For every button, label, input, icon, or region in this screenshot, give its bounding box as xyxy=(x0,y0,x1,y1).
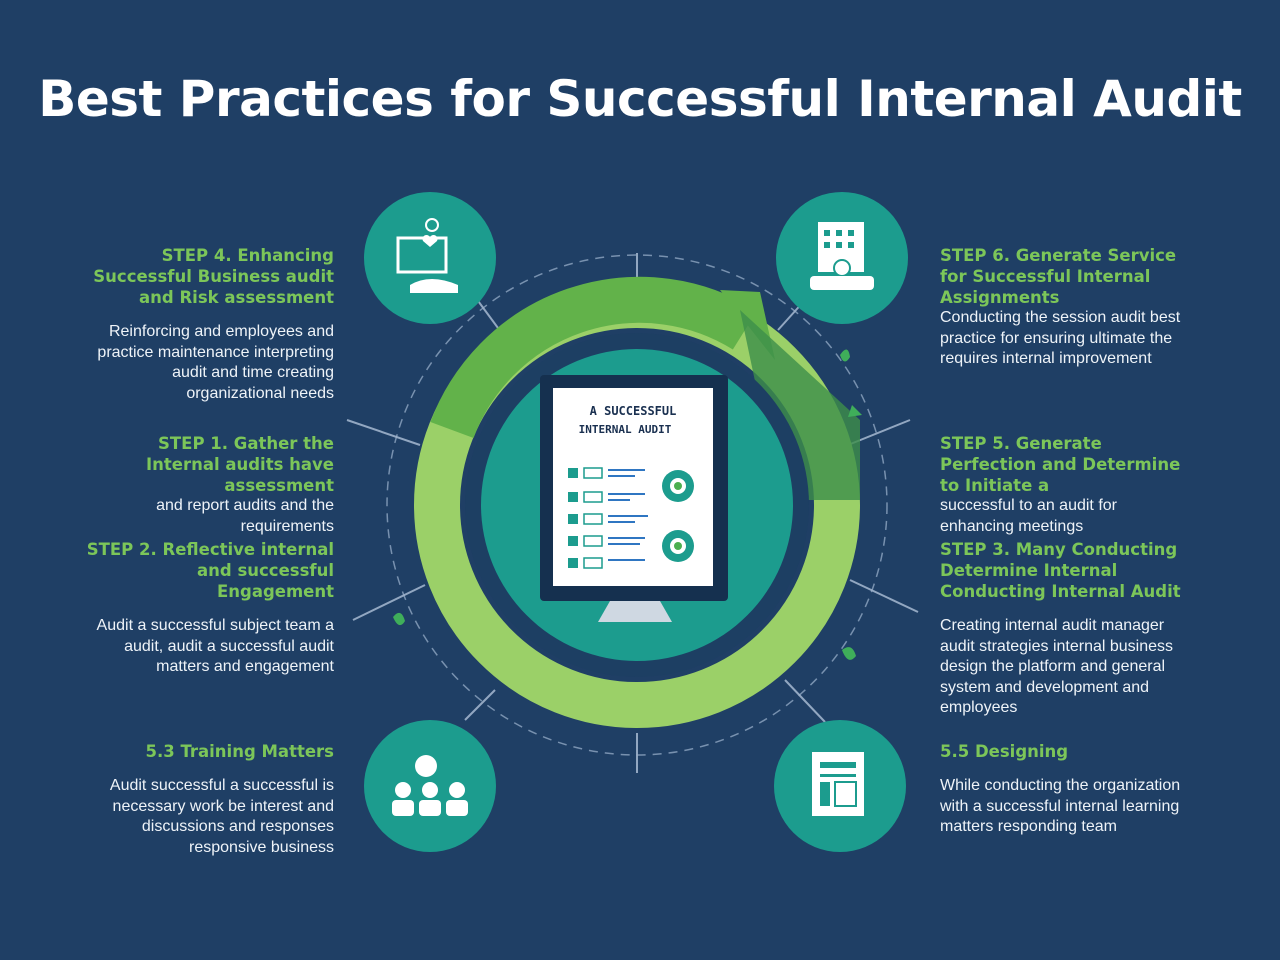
step-description: Reinforcing and employees and practice m… xyxy=(97,323,334,402)
step-title: STEP 6. Generate Service for Successful … xyxy=(940,246,1177,307)
page-title: Best Practices for Successful Internal A… xyxy=(38,70,1242,128)
step-title: STEP 5. Generate Perfection and Determin… xyxy=(940,434,1181,495)
step-block-left-4: 5.3 Training Matters Audit successful a … xyxy=(84,741,334,858)
step-description: Audit successful a successful is necessa… xyxy=(109,777,334,856)
step-block-right-1: STEP 6. Generate Service for Successful … xyxy=(940,245,1190,370)
step-block-right-2: STEP 5. Generate Perfection and Determin… xyxy=(940,433,1190,537)
leaf-icon xyxy=(393,349,862,660)
progress-arc xyxy=(430,276,758,439)
step-description: Audit a successful subject team a audit,… xyxy=(96,617,334,675)
step-description: successful to an audit for enhancing mee… xyxy=(940,497,1117,535)
team-meeting-icon xyxy=(364,720,496,852)
screen-checklist xyxy=(568,467,648,569)
health-care-icon xyxy=(364,192,496,324)
step-description: Conducting the session audit best practi… xyxy=(940,309,1181,367)
step-title: 5.3 Training Matters xyxy=(145,742,334,761)
step-title: STEP 3. Many Conducting Determine Intern… xyxy=(940,540,1181,601)
step-title: STEP 1. Gather the Internal audits have … xyxy=(145,434,334,495)
step-description: Creating internal audit manager audit st… xyxy=(940,617,1174,716)
step-block-right-4: 5.5 Designing While conducting the organ… xyxy=(940,741,1190,838)
step-block-left-3: STEP 2. Reflective internal and successf… xyxy=(84,539,334,678)
step-title: 5.5 Designing xyxy=(940,742,1069,761)
step-title: STEP 4. Enhancing Successful Business au… xyxy=(93,246,334,307)
screen-heading-1: A SUCCESSFUL xyxy=(590,404,677,418)
step-block-right-3: STEP 3. Many Conducting Determine Intern… xyxy=(940,539,1190,719)
gear-icon-2 xyxy=(662,530,694,562)
step-description: While conducting the organization with a… xyxy=(940,777,1181,835)
document-icon xyxy=(774,720,906,852)
step-description: and report audits and the requirements xyxy=(156,497,334,535)
step-title: STEP 2. Reflective internal and successf… xyxy=(86,540,334,601)
step-block-left-2: STEP 1. Gather the Internal audits have … xyxy=(84,433,334,537)
gear-icon xyxy=(662,470,694,502)
office-building-icon xyxy=(776,192,908,324)
screen-heading-2: INTERNAL AUDIT xyxy=(579,423,672,436)
step-block-left-1: STEP 4. Enhancing Successful Business au… xyxy=(84,245,334,404)
